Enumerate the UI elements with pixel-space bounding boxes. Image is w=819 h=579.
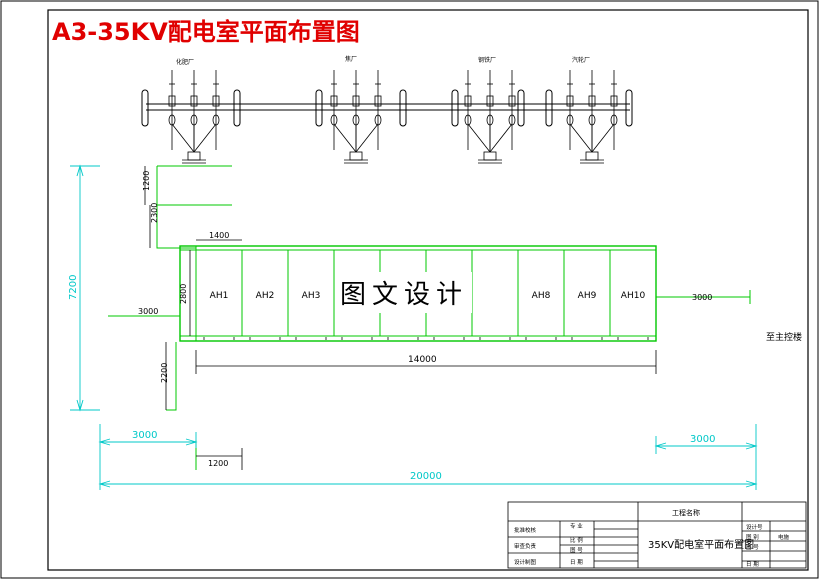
dim-7200: 7200 bbox=[68, 275, 79, 300]
right-label-4: 日 期 bbox=[746, 561, 759, 568]
cabinet-8: AH8 bbox=[517, 249, 565, 340]
dim-1200-top: 1200 bbox=[142, 171, 151, 191]
mid-label-2: 比 例 bbox=[570, 536, 583, 544]
cabinet-1: AH1 bbox=[195, 249, 243, 340]
left-label-3: 设计制图 bbox=[514, 558, 537, 566]
cabinet-7 bbox=[471, 249, 519, 340]
cabinet-9: AH9 bbox=[563, 249, 611, 340]
cabinet-label: AH9 bbox=[578, 291, 597, 301]
dim-2200: 2200 bbox=[160, 363, 169, 383]
feeder-label-1: 化肥厂 bbox=[176, 58, 194, 66]
busbar-group bbox=[141, 89, 633, 127]
cabinet-2: AH2 bbox=[241, 249, 289, 340]
right-label-3: 图 号 bbox=[746, 543, 759, 551]
right-label-1: 设计号 bbox=[746, 523, 763, 531]
dim-3000-right: 3000 bbox=[692, 293, 712, 302]
cabinet-10: AH10 bbox=[609, 249, 657, 340]
mid-label-3: 图 号 bbox=[570, 546, 583, 554]
feeder-assembly-1 bbox=[168, 70, 220, 164]
feeder-label-2: 焦厂 bbox=[345, 55, 357, 63]
feeder-layer bbox=[168, 70, 618, 164]
watermark-text: 图文设计 bbox=[336, 272, 473, 313]
dim-2800: 2800 bbox=[179, 284, 188, 304]
dim-3000-bottom-right: 3000 bbox=[690, 434, 715, 445]
dim-3000-bottom-left: 3000 bbox=[132, 430, 157, 441]
cabinet-label: AH8 bbox=[532, 291, 551, 301]
right-label-2: 图 别 bbox=[746, 533, 759, 541]
to-main-control-label: 至主控楼 bbox=[766, 331, 802, 343]
dim-2300: 2300 bbox=[150, 203, 159, 223]
dimension-lines-black bbox=[144, 166, 657, 470]
cabinet-label: AH3 bbox=[302, 291, 321, 301]
feeder-assembly-3 bbox=[464, 70, 516, 164]
drawing-title: A3-35KV配电室平面布置图 bbox=[52, 18, 360, 46]
cabinet-box bbox=[609, 249, 657, 337]
cabinet-3: AH3 bbox=[287, 249, 335, 340]
inner-frame bbox=[47, 9, 809, 571]
dimension-lines-cyan bbox=[70, 164, 758, 490]
project-name-label: 工程名称 bbox=[672, 508, 700, 517]
cabinet-box bbox=[471, 249, 519, 337]
cabinet-label: AH1 bbox=[210, 291, 229, 301]
dim-3000-left: 3000 bbox=[138, 307, 158, 316]
cabinet-label: AH10 bbox=[621, 291, 646, 301]
feeder-label-4: 汽轮厂 bbox=[572, 56, 590, 64]
mid-label-1: 专 业 bbox=[570, 522, 583, 530]
dim-14000: 14000 bbox=[408, 355, 437, 365]
cabinet-label: AH2 bbox=[256, 291, 275, 301]
feeder-label-3: 钢铁厂 bbox=[478, 56, 496, 64]
dim-1200-bottom: 1200 bbox=[208, 459, 228, 468]
title-block-drawing-title: 35KV配电室平面布置图 bbox=[648, 538, 754, 551]
left-label-1: 批准校核 bbox=[514, 526, 537, 534]
feeder-assembly-2 bbox=[330, 70, 382, 164]
dim-20000: 20000 bbox=[410, 471, 442, 482]
dim-1400: 1400 bbox=[209, 231, 229, 240]
title-block bbox=[507, 501, 807, 569]
mid-label-4: 日 期 bbox=[570, 559, 583, 566]
feeder-assembly-4 bbox=[566, 70, 618, 164]
left-label-2: 审查负责 bbox=[514, 542, 537, 550]
cable-lines bbox=[108, 165, 751, 470]
discipline-value: 电施 bbox=[778, 533, 790, 541]
